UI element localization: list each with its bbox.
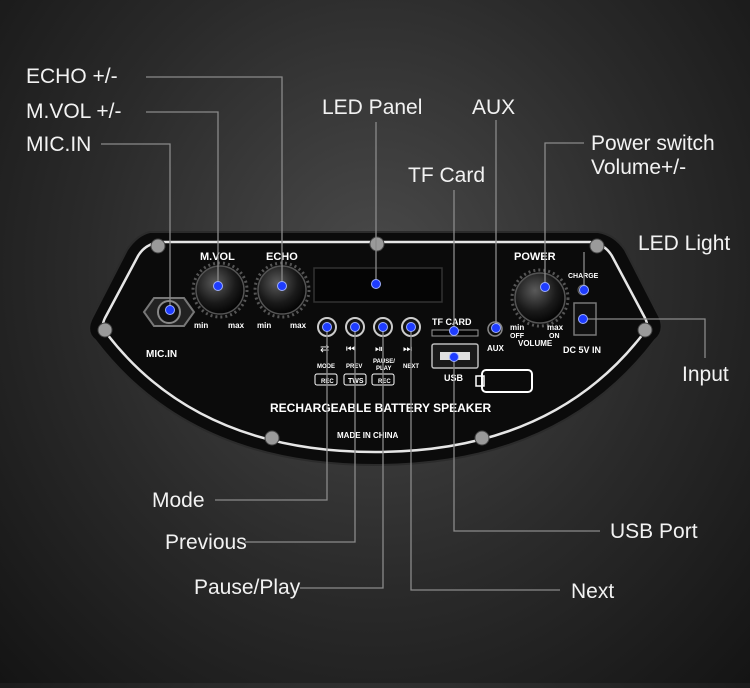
prev-label: PREV [346, 364, 362, 370]
marker [578, 314, 588, 324]
marker [277, 281, 287, 291]
rec-label-2: REC [378, 379, 391, 385]
screw [474, 430, 490, 446]
pause-play-icon: ⏯ [375, 344, 383, 355]
tf-card-label: TF CARD [432, 317, 472, 327]
echo-max-label: max [290, 321, 307, 330]
marker [165, 305, 175, 315]
play-label: PLAY [376, 366, 391, 372]
aux-label: AUX [487, 344, 505, 353]
mode-icon: ⇄ [320, 342, 329, 355]
callout-aux: AUX [472, 96, 516, 119]
callout-volume: Volume+/- [591, 156, 687, 179]
marker [213, 281, 223, 291]
marker [449, 352, 459, 362]
mvol-min-label: min [194, 321, 208, 330]
marker [491, 323, 501, 333]
callout-led-light: LED Light [638, 232, 731, 255]
usb-logo-icon [481, 369, 533, 393]
markers [165, 279, 589, 362]
screw [264, 430, 280, 446]
power-max-label: max [547, 323, 564, 332]
rec-label: REC [321, 379, 334, 385]
pause-label: PAUSE/ [373, 359, 395, 365]
prev-icon: ⏮ [346, 344, 355, 355]
callout-usb-port: USB Port [610, 520, 698, 543]
callout-tf-card: TF Card [408, 164, 486, 187]
callout-mvol: M.VOL +/- [26, 100, 122, 123]
screw [589, 238, 605, 254]
marker [540, 282, 550, 292]
callout-power-switch: Power switch [591, 132, 715, 155]
callout-pause-play: Pause/Play [194, 576, 301, 599]
power-on-label: ON [549, 333, 560, 340]
next-icon: ⏭ [403, 344, 412, 355]
marker [350, 322, 360, 332]
marker [449, 326, 459, 336]
screw [97, 322, 113, 338]
callout-mode: Mode [152, 489, 205, 512]
led-display [313, 267, 443, 303]
screw [637, 322, 653, 338]
power-label: POWER [514, 251, 556, 263]
mic-in-label: MIC.IN [146, 349, 177, 360]
screw [369, 236, 385, 252]
callout-input: Input [682, 363, 729, 386]
screw [150, 238, 166, 254]
mode-label: MODE [317, 364, 335, 370]
marker [406, 322, 416, 332]
mvol-max-label: max [228, 321, 245, 330]
echo-min-label: min [257, 321, 271, 330]
tws-label: TWS [348, 378, 364, 385]
power-min-label: min [510, 323, 524, 332]
dc-in-label: DC 5V IN [563, 345, 601, 355]
volume-label: VOLUME [518, 339, 553, 348]
callout-mic-in: MIC.IN [26, 133, 92, 156]
marker [322, 322, 332, 332]
callout-next: Next [571, 580, 615, 603]
marker [378, 322, 388, 332]
made-in-label: MADE IN CHINA [337, 431, 399, 440]
charge-label: CHARGE [568, 273, 599, 280]
marker [371, 279, 381, 289]
callout-previous: Previous [165, 531, 247, 554]
leader-lines [101, 76, 706, 591]
callout-led-panel: LED Panel [322, 96, 423, 119]
callout-echo: ECHO +/- [26, 65, 118, 88]
marker [579, 285, 589, 295]
screws [97, 236, 653, 446]
panel-trim [101, 240, 649, 454]
power-off-label: OFF [510, 333, 525, 340]
panel-title: RECHARGEABLE BATTERY SPEAKER [270, 401, 491, 415]
